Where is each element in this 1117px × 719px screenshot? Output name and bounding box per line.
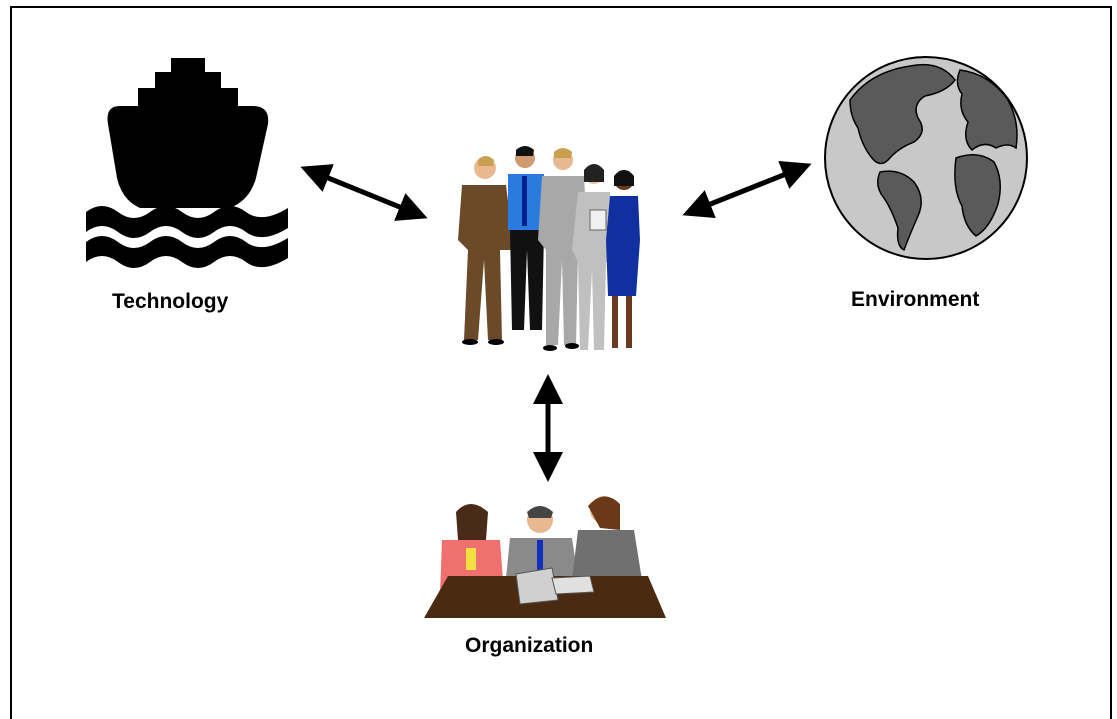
organization-label: Organization <box>465 634 594 657</box>
environment-label: Environment <box>851 288 980 311</box>
diagram-frame <box>10 6 1112 719</box>
arrow-environment-people <box>682 160 812 219</box>
technology-label: Technology <box>112 290 229 313</box>
ship-icon <box>86 58 288 268</box>
people-group-icon <box>458 146 640 351</box>
meeting-icon <box>424 496 666 618</box>
globe-icon <box>824 56 1028 260</box>
arrow-technology-people <box>300 164 428 221</box>
